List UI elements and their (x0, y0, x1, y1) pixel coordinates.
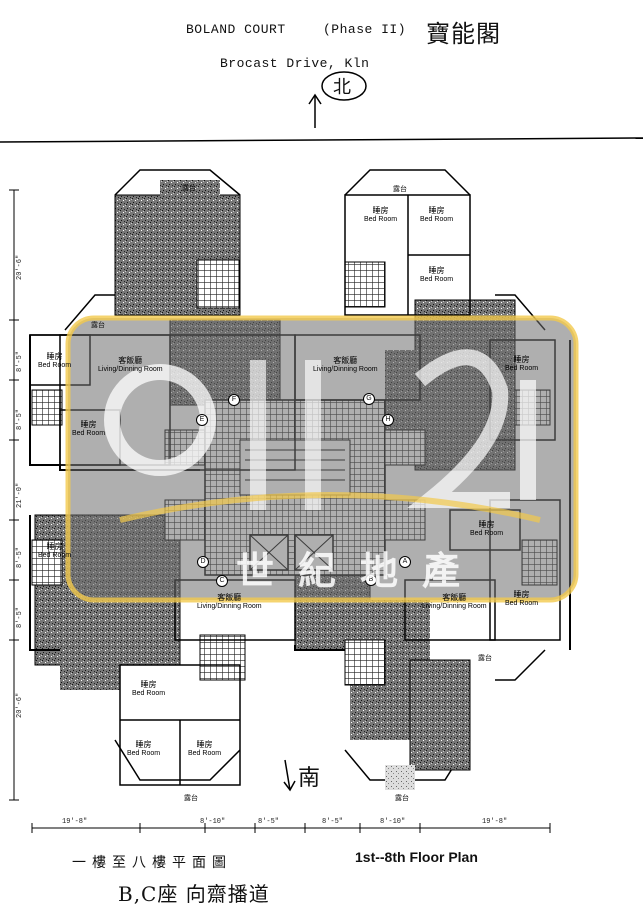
dimension-label: 8'-5" (16, 408, 24, 430)
dimension-label: 19'-8" (482, 818, 508, 826)
dimension-label: 21'-0" (16, 482, 24, 508)
dimension-label: 8'-5" (16, 546, 24, 568)
watermark-cn-text: 世紀地產 (236, 551, 485, 593)
balcony-label: 露台 (184, 794, 198, 802)
dimension-label: 8'-5" (258, 818, 280, 826)
flat-marker-a: A (399, 556, 411, 568)
address-label: Brocast Drive, Kln (220, 56, 370, 71)
balcony-label: 露台 (478, 654, 492, 662)
dimension-lines (9, 189, 551, 833)
south-arrow-icon (283, 759, 296, 792)
north-label: 北 (333, 77, 352, 98)
watermark (65, 315, 579, 603)
balcony-label: 露台 (182, 184, 196, 192)
south-label: 南 (298, 766, 322, 791)
flat-marker-d: D (197, 556, 209, 568)
dimension-label: 20'-6" (16, 254, 24, 280)
dimension-label: 20'-6" (16, 692, 24, 718)
floor-plan-title-en: 1st--8th Floor Plan (355, 849, 478, 865)
floor-plan-title-cn: 一樓至八樓平面圖 (72, 855, 232, 871)
building-title: BOLAND COURT (186, 22, 286, 37)
flat-marker-b: B (365, 574, 377, 586)
header-separator (0, 137, 643, 143)
flat-marker-h: H (382, 414, 394, 426)
balcony-label: 露台 (395, 794, 409, 802)
balcony-label: 露台 (393, 185, 407, 193)
dimension-label: 8'-10" (200, 818, 226, 826)
flat-marker-f: F (228, 394, 240, 406)
phase-label: (Phase II) (323, 22, 407, 37)
north-arrow-icon (308, 71, 367, 128)
dimension-label: 8'-5" (322, 818, 344, 826)
balcony-label: 露台 (91, 321, 105, 329)
flat-marker-c: C (216, 575, 228, 587)
dimension-label: 8'-5" (16, 350, 24, 372)
flat-marker-g: G (363, 393, 375, 405)
dimension-label: 19'-8" (62, 818, 88, 826)
dimension-label: 8'-5" (16, 606, 24, 628)
handwritten-note: B,C座 向齋播道 (118, 882, 270, 906)
handwritten-building-name: 寶能閣 (426, 20, 501, 48)
dimension-label: 8'-10" (380, 818, 406, 826)
flat-marker-e: E (196, 414, 208, 426)
